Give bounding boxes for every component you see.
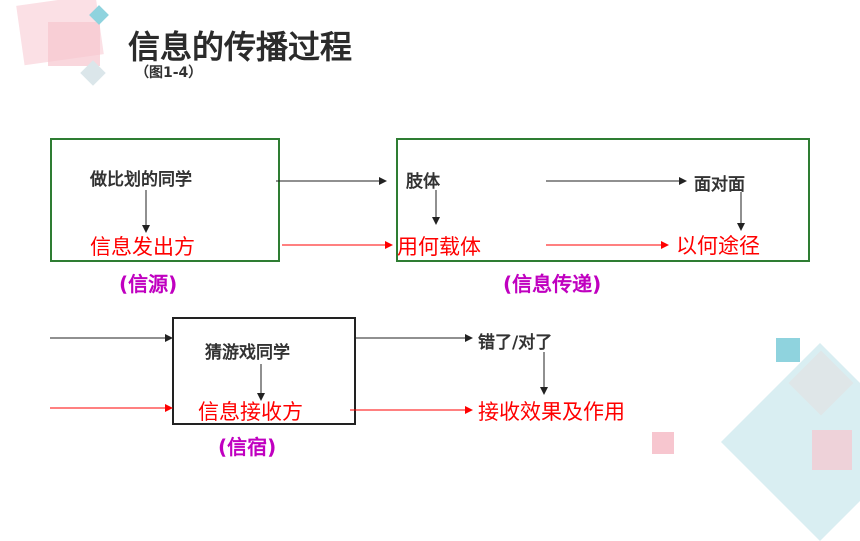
figure-number: （图1-4） xyxy=(135,65,203,81)
receiver-caption: (信宿) xyxy=(218,435,277,459)
channel-medium-question: 用何载体 xyxy=(397,235,481,259)
receiver-actor-label: 猜游戏同学 xyxy=(205,343,290,363)
channel-caption: (信息传递) xyxy=(503,272,602,296)
receiver-box xyxy=(172,317,356,425)
channel-box xyxy=(396,138,810,262)
receiver-role-label: 信息接收方 xyxy=(198,400,303,424)
outcome-result-label: 错了/对了 xyxy=(478,333,553,353)
source-box xyxy=(50,138,280,262)
source-actor-label: 做比划的同学 xyxy=(90,170,192,190)
arrow-layer xyxy=(50,177,745,414)
deco-pink-square-right xyxy=(652,432,674,454)
outcome-effect-label: 接收效果及作用 xyxy=(478,400,625,424)
deco-pink-square-top-left-2 xyxy=(48,22,100,66)
deco-pink-square-right-2 xyxy=(812,430,852,470)
source-role-label: 信息发出方 xyxy=(90,235,195,259)
channel-mode-question: 以何途径 xyxy=(676,234,760,258)
source-caption: (信源) xyxy=(119,272,178,296)
channel-medium-label: 肢体 xyxy=(406,172,440,192)
page-title: 信息的传播过程 xyxy=(128,28,353,66)
deco-teal-square-right xyxy=(776,338,800,362)
channel-mode-label: 面对面 xyxy=(694,175,745,195)
